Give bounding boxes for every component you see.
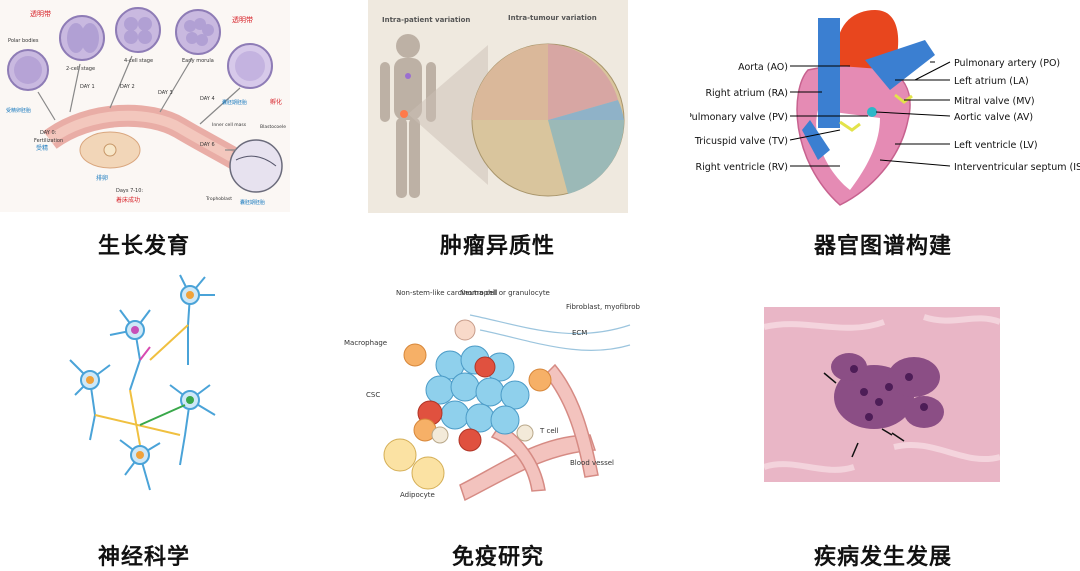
- septum-label: Interventricular septum (IS): [954, 162, 1080, 173]
- day7-label: Days 7-10:: [116, 188, 143, 194]
- day6-label: DAY 6: [200, 142, 215, 148]
- two-cell-label: 2-cell stage: [66, 66, 95, 72]
- blastocyst-cn-label: 囊胚期胚胎: [222, 99, 247, 106]
- trophoblast-label: Trophoblast: [205, 196, 232, 202]
- caption-disease: 疾病发生发展: [814, 545, 953, 570]
- macrophage-label: Macrophage: [344, 339, 387, 347]
- histology-figure: [764, 307, 1000, 482]
- fertilized-egg-cn-label: 受精卵胚胎: [6, 107, 31, 114]
- late-embryo-cn-label: 囊胚期胚胎: [240, 199, 265, 206]
- hatched-blastocyst: [229, 139, 283, 193]
- neurons-figure: [40, 265, 260, 505]
- four-cell-label: 4-cell stage: [124, 58, 153, 64]
- macrophages: [403, 343, 552, 442]
- polar-bodies-label: Polar bodies: [8, 38, 39, 44]
- panel-neuroscience: 神经科学: [0, 265, 290, 571]
- csc-label: CSC: [366, 391, 380, 399]
- caption-development: 生长发育: [98, 234, 191, 259]
- morula-stage: [175, 9, 221, 55]
- neutrophil-label: Neutrophil or granulocyte: [460, 289, 550, 297]
- aortic-valve-label: Aortic valve (AV): [954, 112, 1033, 123]
- early-morula-label: Early morula: [182, 58, 214, 64]
- neutrophil: [454, 319, 476, 341]
- panel-organ-atlas: Aorta (AO) Right atrium (RA) Pulmonary v…: [690, 0, 1080, 260]
- right-atrium-label: Right atrium (RA): [705, 88, 788, 99]
- caption-immunology: 免疫研究: [452, 545, 545, 570]
- hatching-cn-label: 孵化: [270, 98, 282, 106]
- tumour-cell-mosaic: [471, 43, 625, 197]
- blastocoele-label: Blastocoele: [260, 124, 286, 130]
- adipocytes: [383, 438, 445, 490]
- neuron-somas: [80, 285, 200, 465]
- non-stem-label: Non-stem-like carcinoma cell: [396, 289, 498, 297]
- neuron-connections: [94, 324, 189, 446]
- blastocyst-stage: [227, 43, 273, 89]
- day0-label: DAY 0:: [40, 130, 57, 136]
- left-ventricle-label: Left ventricle (LV): [954, 140, 1038, 151]
- intra-tumour-label: Intra-tumour variation: [508, 14, 597, 22]
- left-atrium-label: Left atrium (LA): [954, 76, 1029, 87]
- panel-tumour: Intra-patient variation Intra-tumour var…: [368, 0, 628, 260]
- mitral-valve-shape: [894, 93, 913, 104]
- caption-tumour: 肿瘤异质性: [440, 234, 556, 259]
- aorta-label: Aorta (AO): [738, 62, 788, 73]
- day2-label: DAY 2: [120, 84, 135, 90]
- pointer-arrows: [823, 372, 905, 458]
- panel-disease: 疾病发生发展: [760, 265, 1080, 571]
- two-cell-stage: [59, 15, 105, 61]
- vena-cava: [818, 18, 840, 128]
- mitral-valve-label: Mitral valve (MV): [954, 96, 1035, 107]
- fibroblast-label: Fibroblast, myofibroblast or MSC: [566, 303, 640, 311]
- ovulation-cn-label: 排卵: [96, 174, 108, 182]
- day1-label: DAY 1: [80, 84, 95, 90]
- lesion-cluster: [831, 353, 944, 429]
- ventricle-cavity: [816, 110, 880, 190]
- fertilization-cn-label: 受精: [36, 144, 48, 152]
- caption-organ-atlas: 器官图谱构建: [814, 234, 953, 259]
- zona-label-1: 透明带: [30, 10, 51, 18]
- blood-vessels: [459, 363, 599, 502]
- carcinoma-cells: [417, 345, 530, 452]
- inner-cell-mass-label: Inner cell mass: [212, 122, 247, 128]
- pulmonary-artery-vessel: [865, 40, 935, 90]
- pulmonary-artery-label: Pulmonary artery (PO): [954, 58, 1060, 69]
- zygote-cell: [7, 49, 49, 91]
- day3-label: DAY 3: [158, 90, 173, 96]
- panel-development: 透明带 Polar bodies 2-cell stage 4-cell sta…: [0, 0, 290, 260]
- tumour-heterogeneity-figure: Intra-patient variation Intra-tumour var…: [368, 0, 628, 213]
- tricuspid-valve-label: Tricuspid valve (TV): [694, 136, 788, 147]
- four-cell-stage: [115, 7, 161, 53]
- tcell-label: T cell: [539, 427, 559, 435]
- heart-figure: Aorta (AO) Right atrium (RA) Pulmonary v…: [690, 0, 1080, 210]
- aortic-valve-shape: [867, 107, 877, 117]
- embryo-development-figure: 透明带 Polar bodies 2-cell stage 4-cell sta…: [0, 0, 290, 212]
- tricuspid-valve-shape: [839, 120, 861, 132]
- ecm-label: ECM: [572, 329, 587, 337]
- intra-patient-label: Intra-patient variation: [382, 16, 470, 24]
- fertilization-label: Fertilization: [34, 138, 63, 144]
- right-ventricle-label: Right ventricle (RV): [695, 162, 788, 173]
- pulmonary-valve-label: Pulmonary valve (PV): [690, 112, 788, 123]
- panel-immunology: Non-stem-like carcinoma cell Neutrophil …: [340, 265, 640, 571]
- zona-label-2: 透明带: [232, 16, 253, 24]
- day4-label: DAY 4: [200, 96, 215, 102]
- tumour-microenvironment-figure: Non-stem-like carcinoma cell Neutrophil …: [340, 285, 640, 505]
- caption-neuroscience: 神经科学: [98, 545, 191, 570]
- adipocyte-label: Adipocyte: [400, 491, 435, 499]
- t-cells: [431, 424, 534, 444]
- blood-vessel-label: Blood vessel: [570, 459, 614, 467]
- implantation-cn-label: 着床成功: [116, 196, 140, 204]
